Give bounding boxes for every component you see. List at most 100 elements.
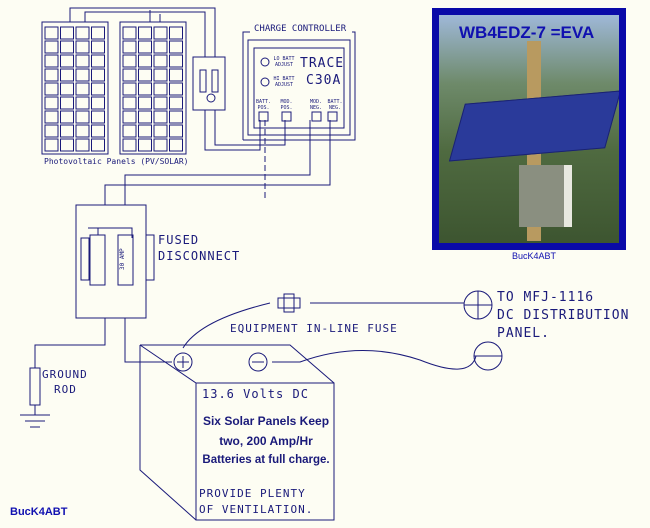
pv-cell — [60, 26, 74, 40]
rod-label: ROD — [54, 383, 77, 396]
pv-cell — [153, 68, 168, 82]
pv-cell — [122, 124, 137, 138]
pv-cell — [169, 138, 183, 152]
pv-cell — [60, 54, 74, 68]
battery-note-3: Batteries at full charge. — [202, 454, 330, 466]
pv-cell — [60, 82, 74, 96]
pv-cell — [153, 110, 168, 124]
pv-cell — [91, 96, 105, 110]
pv-cell — [169, 124, 183, 138]
photo-equipment-box — [519, 165, 572, 227]
pv-cell — [138, 138, 152, 152]
pv-cell — [44, 40, 59, 54]
disconnect-label: DISCONNECT — [158, 249, 241, 263]
pv-cell — [138, 54, 152, 68]
pv-panel — [41, 21, 109, 155]
pv-cell — [138, 68, 152, 82]
fused-disconnect-box — [75, 204, 155, 319]
pv-cell — [138, 40, 152, 54]
pv-cell — [75, 124, 90, 138]
pv-cell — [169, 40, 183, 54]
pv-cell — [44, 96, 59, 110]
pv-cell — [169, 68, 183, 82]
pv-cell — [138, 82, 152, 96]
pv-cell — [91, 82, 105, 96]
pv-cell — [75, 110, 90, 124]
pv-cell — [153, 54, 168, 68]
terminal-label: BATT. NEG. — [327, 99, 343, 111]
pv-cell — [153, 26, 168, 40]
pv-cell — [153, 138, 168, 152]
terminal-label: BATT. POS. — [255, 99, 272, 111]
charge-controller-title: CHARGE CONTROLLER — [254, 24, 347, 34]
charge-controller — [242, 31, 356, 141]
distribution-line3: PANEL. — [497, 326, 550, 341]
pv-cell — [122, 110, 137, 124]
site-photo: WB4EDZ-7 =EVA — [432, 8, 626, 250]
led-label: HI BATT ADJUST — [273, 76, 295, 88]
photo-image: WB4EDZ-7 =EVA — [439, 15, 619, 243]
pv-cell — [75, 40, 90, 54]
panel-wiring — [34, 7, 477, 370]
battery-note-1: Six Solar Panels Keep — [202, 414, 330, 428]
array-disconnect — [192, 56, 226, 111]
pv-cell — [44, 110, 59, 124]
pv-panel — [119, 21, 187, 155]
photo-solar-array — [448, 90, 619, 162]
distribution-line1: TO MFJ-1116 — [497, 290, 595, 305]
pv-cell — [44, 124, 59, 138]
ground-label: GROUND — [42, 368, 88, 381]
pv-cell — [169, 82, 183, 96]
distribution-line2: DC DISTRIBUTION — [497, 308, 630, 323]
pv-cell — [44, 138, 59, 152]
pv-cell — [60, 40, 74, 54]
pv-cell — [122, 68, 137, 82]
pv-cell — [122, 82, 137, 96]
pv-cell — [91, 40, 105, 54]
credit: BucK4ABT — [10, 506, 68, 518]
pv-cell — [169, 54, 183, 68]
pv-cell — [91, 26, 105, 40]
photo-title: WB4EDZ-7 =EVA — [459, 23, 595, 42]
pv-cell — [122, 54, 137, 68]
controller-brand: TRACE — [300, 56, 345, 71]
led-label: LO BATT ADJUST — [273, 56, 295, 68]
ventilation-warning-2: OF VENTILATION. — [199, 503, 314, 516]
pv-cell — [75, 82, 90, 96]
pv-cell — [60, 96, 74, 110]
terminal-label: MOD. POS. — [280, 99, 293, 111]
pv-cell — [91, 110, 105, 124]
pv-cell — [44, 68, 59, 82]
pv-cell — [75, 26, 90, 40]
photo-caption: BucK4ABT — [512, 251, 557, 261]
pv-cell — [44, 82, 59, 96]
pv-cell — [122, 40, 137, 54]
battery — [139, 344, 335, 521]
solar-panels — [41, 21, 187, 155]
pv-cell — [153, 40, 168, 54]
battery-voltage: 13.6 Volts DC — [202, 387, 309, 401]
pv-cell — [91, 138, 105, 152]
pv-cell — [91, 68, 105, 82]
pv-cell — [153, 96, 168, 110]
pv-cell — [75, 54, 90, 68]
pv-cell — [169, 26, 183, 40]
pv-cell — [60, 124, 74, 138]
pv-cell — [60, 110, 74, 124]
ventilation-warning-1: PROVIDE PLENTY — [199, 487, 306, 500]
fused-label: FUSED — [158, 233, 200, 247]
inline-fuse — [277, 293, 301, 313]
pv-cell — [138, 26, 152, 40]
fuse-rating: 30 AMP — [119, 248, 126, 270]
pv-cell — [75, 68, 90, 82]
panels-label: Photovoltaic Panels (PV/SOLAR) — [44, 157, 189, 166]
ground-rod — [20, 367, 50, 428]
terminal-label: MOD. NEG. — [309, 99, 323, 111]
battery-note-2: two, 200 Amp/Hr — [219, 434, 313, 448]
fuse-label: EQUIPMENT IN-LINE FUSE — [230, 322, 398, 335]
pv-cell — [138, 96, 152, 110]
pv-cell — [153, 82, 168, 96]
pv-cell — [91, 124, 105, 138]
